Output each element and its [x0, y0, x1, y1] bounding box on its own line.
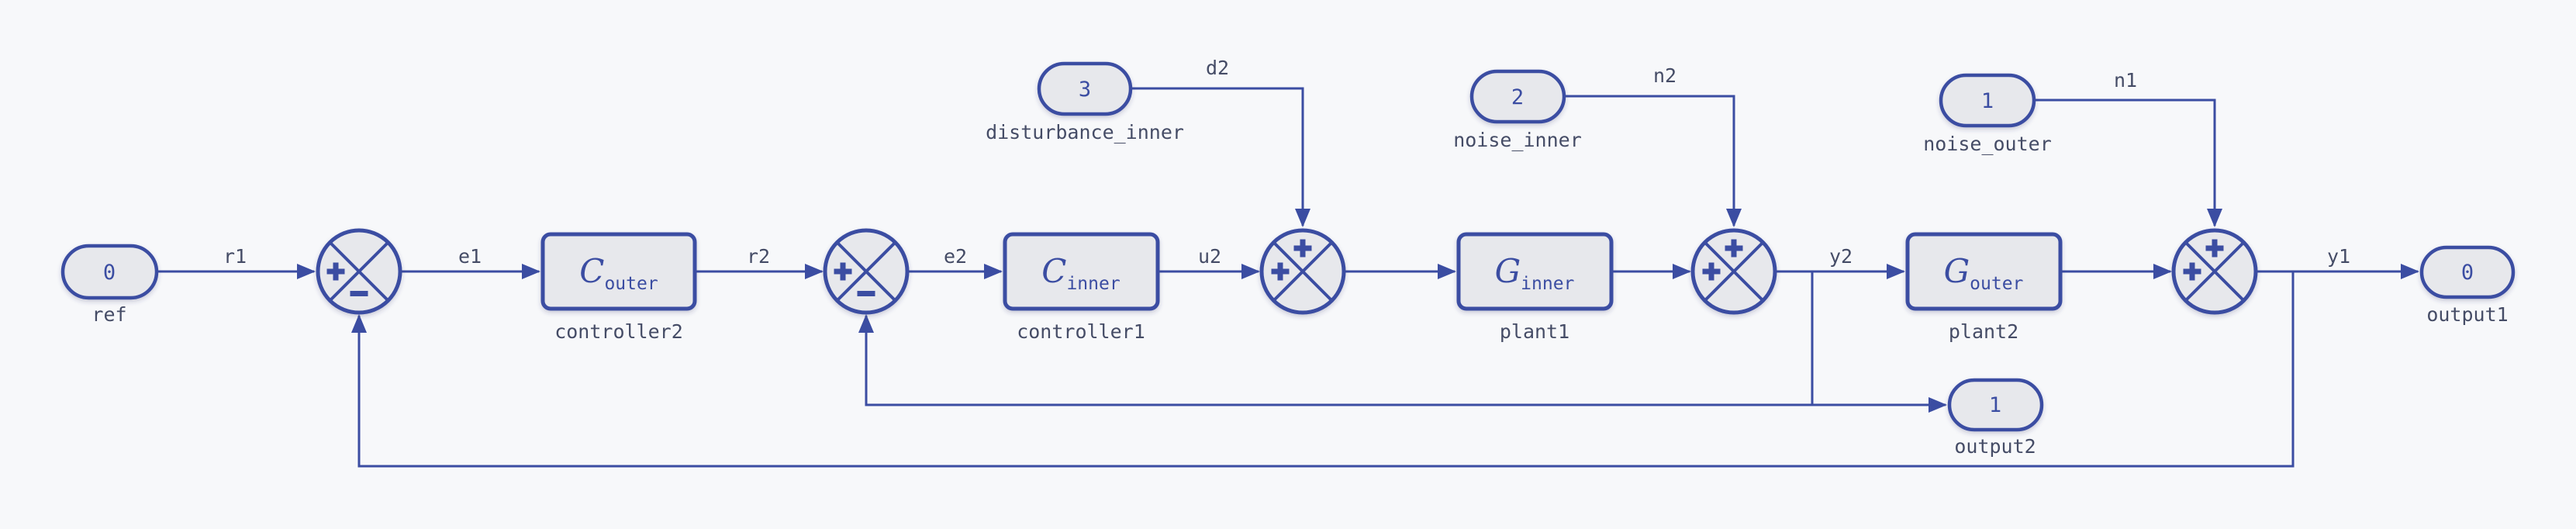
noise-inner-source-node [1469, 69, 1566, 124]
output2-value: 1 [1989, 393, 2001, 417]
disturbance-inner-source-node [1037, 61, 1133, 116]
noise-outer-source-node [1939, 73, 2036, 128]
noise-outer-value: 1 [1981, 89, 1994, 113]
signal-label-n2: n2 [1653, 64, 1676, 87]
sum-junction-3 [1259, 228, 1346, 315]
plus-sign [834, 262, 852, 281]
sum-junction-1-cross [329, 241, 389, 302]
plus-sign [1725, 239, 1743, 258]
output1-node [2419, 245, 2516, 299]
plant2-label: plant2 [1949, 320, 2018, 343]
plus-sign [1271, 262, 1290, 281]
plus-sign [1293, 239, 1312, 258]
plant1-symbol: Ginner [1495, 252, 1575, 294]
controller1-symbol: Cinner [1041, 252, 1120, 294]
wire-d2 [1131, 87, 1310, 227]
ref-label: ref [92, 303, 126, 326]
disturbance-inner-value: 3 [1079, 78, 1091, 102]
wire-outer-feedback [351, 271, 2295, 468]
signal-label-y2: y2 [1829, 245, 1853, 268]
wire-inner-feedback [858, 271, 1814, 406]
sum-junction-2 [823, 228, 910, 315]
signal-labels: r1 e1 r2 e2 u2 y2 y1 d2 n2 n1 [223, 57, 2350, 268]
ref-value: 0 [103, 261, 116, 285]
sum-junction-5 [2171, 228, 2258, 315]
io-nodes: 0 ref 3 disturbance_inner 2 noise_inner … [60, 61, 2516, 458]
plant1-block [1456, 232, 1614, 311]
sum-junction-3-cross [1272, 241, 1333, 302]
plus-sign [326, 262, 345, 281]
controller1-block [1003, 232, 1160, 311]
controller1-label: controller1 [1017, 320, 1145, 343]
noise-inner-label: noise_inner [1453, 129, 1582, 151]
ref-source-node [60, 244, 159, 300]
signal-label-r2: r2 [747, 245, 770, 268]
plant2-block [1905, 232, 2063, 311]
plant2-symbol: Gouter [1944, 252, 2024, 294]
plus-sign [2205, 239, 2224, 258]
signal-label-y1: y1 [2327, 245, 2350, 268]
sum-junction-2-cross [836, 241, 896, 302]
plus-sign [1702, 262, 1721, 281]
output2-label: output2 [1954, 435, 2036, 458]
noise-outer-label: noise_outer [1923, 133, 2052, 155]
summing-junctions [316, 228, 2258, 315]
sum-junction-4-cross [1704, 241, 1764, 302]
wire-n2 [1564, 95, 1742, 227]
wires [157, 87, 2419, 468]
noise-inner-value: 2 [1511, 85, 1524, 109]
sum-junction-1 [316, 228, 402, 315]
signal-label-u2: u2 [1198, 245, 1221, 268]
controller2-symbol: Couter [579, 252, 658, 294]
plant1-label: plant1 [1500, 320, 1569, 343]
plus-sign [2183, 262, 2201, 281]
signal-label-d2: d2 [1206, 57, 1229, 79]
sum-junction-5-cross [2184, 241, 2245, 302]
wire-n1 [2034, 99, 2222, 227]
signal-label-n1: n1 [2114, 69, 2137, 92]
controller2-block [540, 232, 697, 311]
sum-junction-4 [1690, 228, 1777, 315]
disturbance-inner-label: disturbance_inner [986, 121, 1184, 143]
controller2-label: controller2 [554, 320, 683, 343]
output2-node [1947, 378, 2044, 432]
blocks: Couter controller2 Cinner controller1 Gi… [540, 232, 2063, 343]
signal-label-e1: e1 [458, 245, 482, 268]
signal-label-e2: e2 [944, 245, 967, 268]
output1-value: 0 [2461, 261, 2474, 285]
output1-label: output1 [2426, 303, 2508, 326]
signal-label-r1: r1 [223, 245, 247, 268]
